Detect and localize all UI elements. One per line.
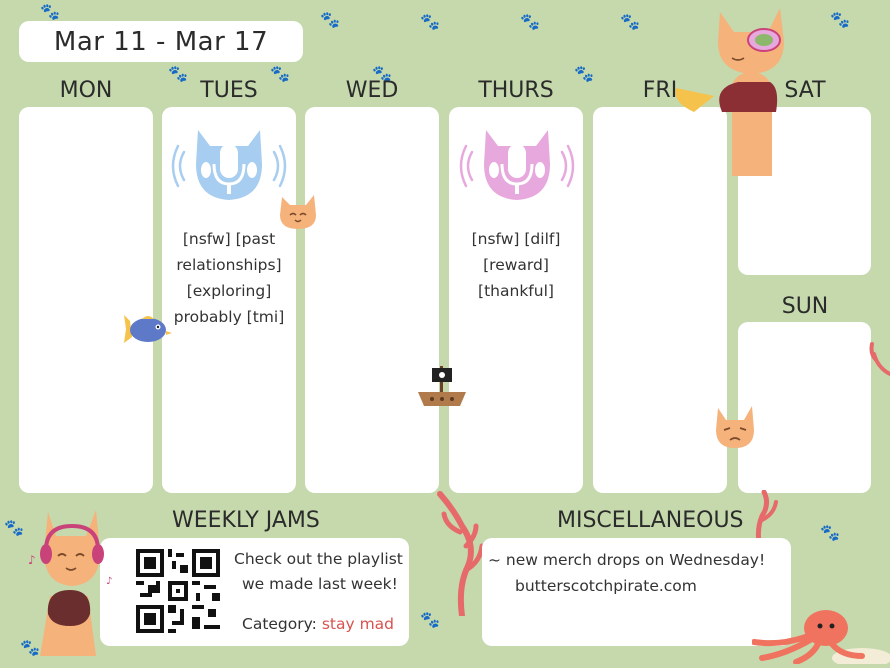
paw-icon: 🐾	[820, 523, 840, 542]
paw-icon: 🐾	[40, 2, 60, 21]
coral-decoration-icon	[869, 342, 890, 376]
svg-text:♪: ♪	[106, 576, 112, 587]
grumpy-cat-head-icon	[716, 406, 754, 448]
tuesday-topic-line: relationships]	[176, 256, 282, 274]
fish-sticker-icon	[124, 315, 172, 343]
paw-icon: 🐾	[420, 12, 440, 31]
orange-cat-character-icon	[675, 8, 784, 176]
day-column-wed	[305, 107, 439, 493]
day-label-wed: WED	[345, 78, 399, 103]
miscellaneous-panel	[482, 538, 791, 646]
pirate-ship-icon	[418, 366, 466, 406]
cat-head-sticker-icon	[280, 195, 316, 229]
paw-icon: 🐾	[520, 12, 540, 31]
category-value: stay mad	[321, 615, 395, 633]
paw-icon: 🐾	[830, 10, 850, 29]
octopus-icon	[752, 610, 890, 664]
tuesday-topic-line: [exploring]	[186, 282, 272, 300]
paw-icon: 🐾	[168, 64, 188, 83]
tuesday-topic-line: [nsfw] [past	[182, 230, 276, 248]
day-label-sun: SUN	[781, 294, 829, 319]
tuesday-topic-line: probably [tmi]	[173, 308, 285, 326]
miscellaneous-heading: MISCELLANEOUS	[557, 508, 744, 533]
thursday-topic-line: [nsfw] [dilf]	[471, 230, 561, 248]
paw-icon: 🐾	[4, 518, 24, 537]
paw-icon: 🐾	[20, 638, 40, 657]
weekly-jams-line-2: we made last week!	[242, 575, 398, 593]
weekly-jams-line-1: Check out the playlist	[234, 550, 403, 568]
thursday-topic-list: [nsfw] [dilf] [reward] [thankful]	[449, 226, 583, 304]
tuesday-topic-list: [nsfw] [past relationships] [exploring] …	[162, 226, 296, 330]
paw-icon: 🐾	[270, 64, 290, 83]
thursday-topic-line: [thankful]	[478, 282, 554, 300]
misc-item-merch: ~ new merch drops on Wednesday!	[488, 551, 766, 569]
podcast-cat-mic-icon	[459, 130, 575, 200]
day-column-mon	[19, 107, 153, 493]
day-label-fri: FRI	[642, 78, 678, 103]
paw-icon: 🐾	[420, 610, 440, 629]
weekly-jams-heading: WEEKLY JAMS	[172, 508, 320, 533]
day-column-fri	[593, 107, 727, 493]
coral-decoration-icon	[437, 491, 485, 616]
cat-with-headphones-icon: ♪ ♪	[28, 510, 112, 656]
day-label-thurs: THURS	[478, 78, 554, 103]
week-range-text: Mar 11 - Mar 17	[53, 26, 269, 57]
day-label-sat: SAT	[784, 78, 826, 103]
paw-icon: 🐾	[574, 64, 594, 83]
weekly-jams-category: Category: stay mad	[242, 615, 394, 633]
paw-icon: 🐾	[620, 12, 640, 31]
week-range-box: Mar 11 - Mar 17	[19, 21, 303, 62]
day-label-mon: MON	[59, 78, 113, 103]
svg-text:♪: ♪	[28, 553, 36, 567]
misc-website-link[interactable]: butterscotchpirate.com	[515, 577, 697, 595]
playlist-qr-code[interactable]	[136, 549, 220, 633]
category-label: Category:	[242, 615, 322, 633]
day-column-sun	[738, 322, 871, 493]
paw-icon: 🐾	[320, 10, 340, 29]
paw-icon: 🐾	[372, 64, 392, 83]
thursday-topic-line: [reward]	[483, 256, 549, 274]
day-label-tues: TUES	[200, 78, 258, 103]
podcast-cat-mic-icon	[171, 130, 287, 200]
